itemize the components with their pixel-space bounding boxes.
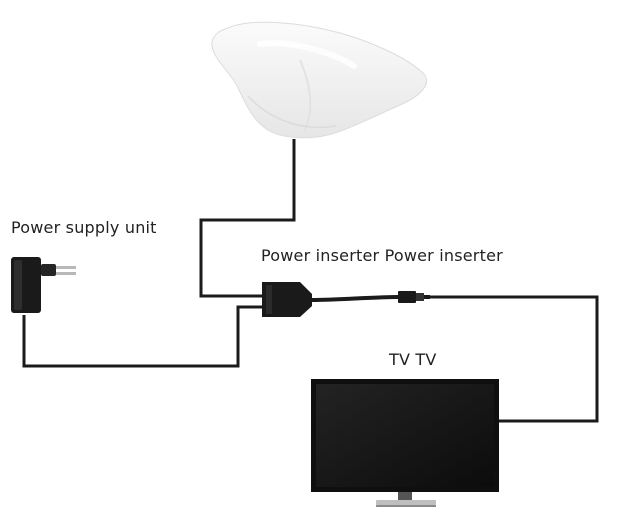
cable-psu-to-inserter [22, 305, 262, 368]
cables [22, 139, 599, 423]
cable-inserter-to-tv [430, 295, 599, 423]
power-inserter-label: Power inserter Power inserter [261, 246, 503, 265]
tv-icon [311, 379, 499, 507]
power-supply-adapter-icon [11, 257, 76, 313]
power-supply-unit-label: Power supply unit [11, 218, 157, 237]
coax-connector-icon [398, 291, 430, 303]
power-inserter-icon [262, 282, 399, 317]
antenna-icon [211, 21, 427, 139]
cable-antenna-to-inserter [199, 139, 296, 298]
tv-label: TV TV [389, 350, 437, 369]
